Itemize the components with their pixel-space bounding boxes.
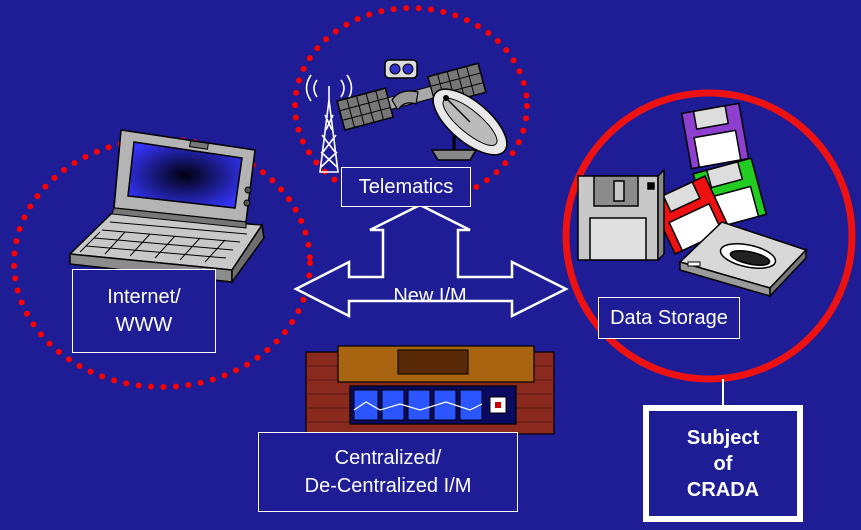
internet-label: Internet/ WWW — [72, 269, 216, 353]
floppy-disk-icon — [577, 102, 768, 262]
subject-line-1: Subject — [686, 427, 760, 449]
telematics-label: Telematics — [341, 167, 471, 207]
data-storage-circle — [562, 89, 856, 383]
central-label: Centralized/ De-Centralized I/M — [258, 432, 518, 512]
new-im-arrow — [293, 203, 569, 319]
subject-line-2: of — [713, 453, 733, 475]
central-label-line-1: Centralized/ — [334, 447, 442, 469]
subject-of-crada-box: Subject of CRADA — [643, 405, 803, 522]
subject-line-3: CRADA — [686, 479, 760, 501]
new-im-label: New I/M — [393, 285, 467, 307]
data-storage-label: Data Storage — [598, 297, 740, 339]
radio-tower-icon — [305, 74, 353, 173]
disk-drive-icon — [678, 221, 808, 298]
building-icon — [305, 345, 555, 435]
internet-label-line-2: WWW — [115, 314, 173, 336]
internet-label-line-1: Internet/ — [107, 286, 181, 308]
satellite-dish-icon — [430, 88, 508, 161]
internet-dotted-circle — [11, 136, 313, 390]
telematics-dotted-circle — [292, 5, 530, 207]
central-label-line-2: De-Centralized I/M — [304, 475, 472, 497]
